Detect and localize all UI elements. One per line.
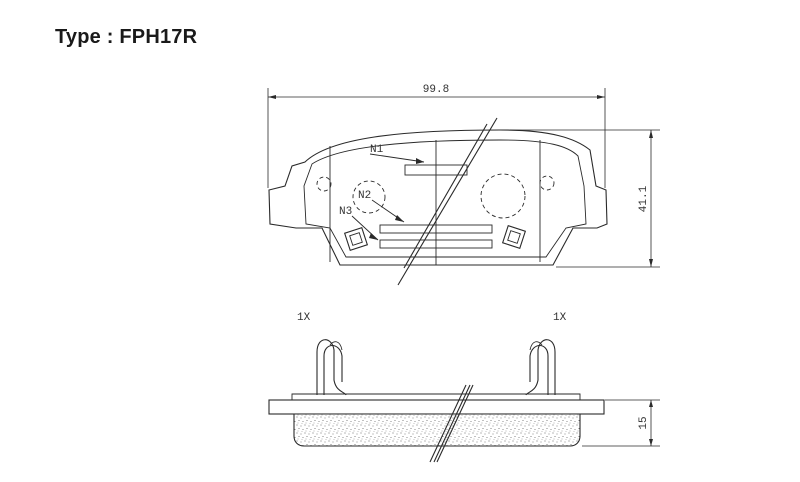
slot-marks: [379, 140, 493, 265]
type-title: Type : FPH17R: [55, 26, 198, 48]
right-clip-square: [501, 224, 527, 250]
right-small-hole: [539, 175, 555, 191]
right-spring-clip: [525, 339, 556, 396]
callout-n2: N2: [358, 190, 405, 223]
backing-plate-top-view: [268, 129, 608, 266]
callout-n3: N3: [339, 206, 379, 241]
thickness-dimension: 15: [582, 399, 660, 447]
shim-layer: [291, 393, 581, 400]
thickness-dimension-label: 15: [638, 416, 650, 429]
svg-text:N3: N3: [339, 206, 352, 218]
left-clip-square: [343, 226, 369, 252]
break-line-top: [397, 117, 498, 286]
break-line-side: [429, 384, 474, 463]
svg-text:N1: N1: [370, 144, 384, 156]
left-spring-clip: [316, 339, 347, 396]
width-dimension-label: 99.8: [423, 84, 449, 96]
height-dimension: 41.1: [510, 129, 660, 268]
left-large-hole: [352, 180, 386, 214]
callout-n1: N1: [369, 144, 425, 164]
backing-plate-side: [268, 399, 605, 415]
width-dimension: 99.8: [267, 84, 606, 188]
left-clip-quantity: 1X: [297, 312, 311, 324]
height-dimension-label: 41.1: [638, 185, 650, 212]
svg-text:N2: N2: [358, 190, 371, 202]
left-small-hole: [316, 176, 332, 192]
friction-material: [293, 413, 581, 447]
right-large-hole: [480, 173, 526, 219]
right-clip-quantity: 1X: [553, 312, 567, 324]
